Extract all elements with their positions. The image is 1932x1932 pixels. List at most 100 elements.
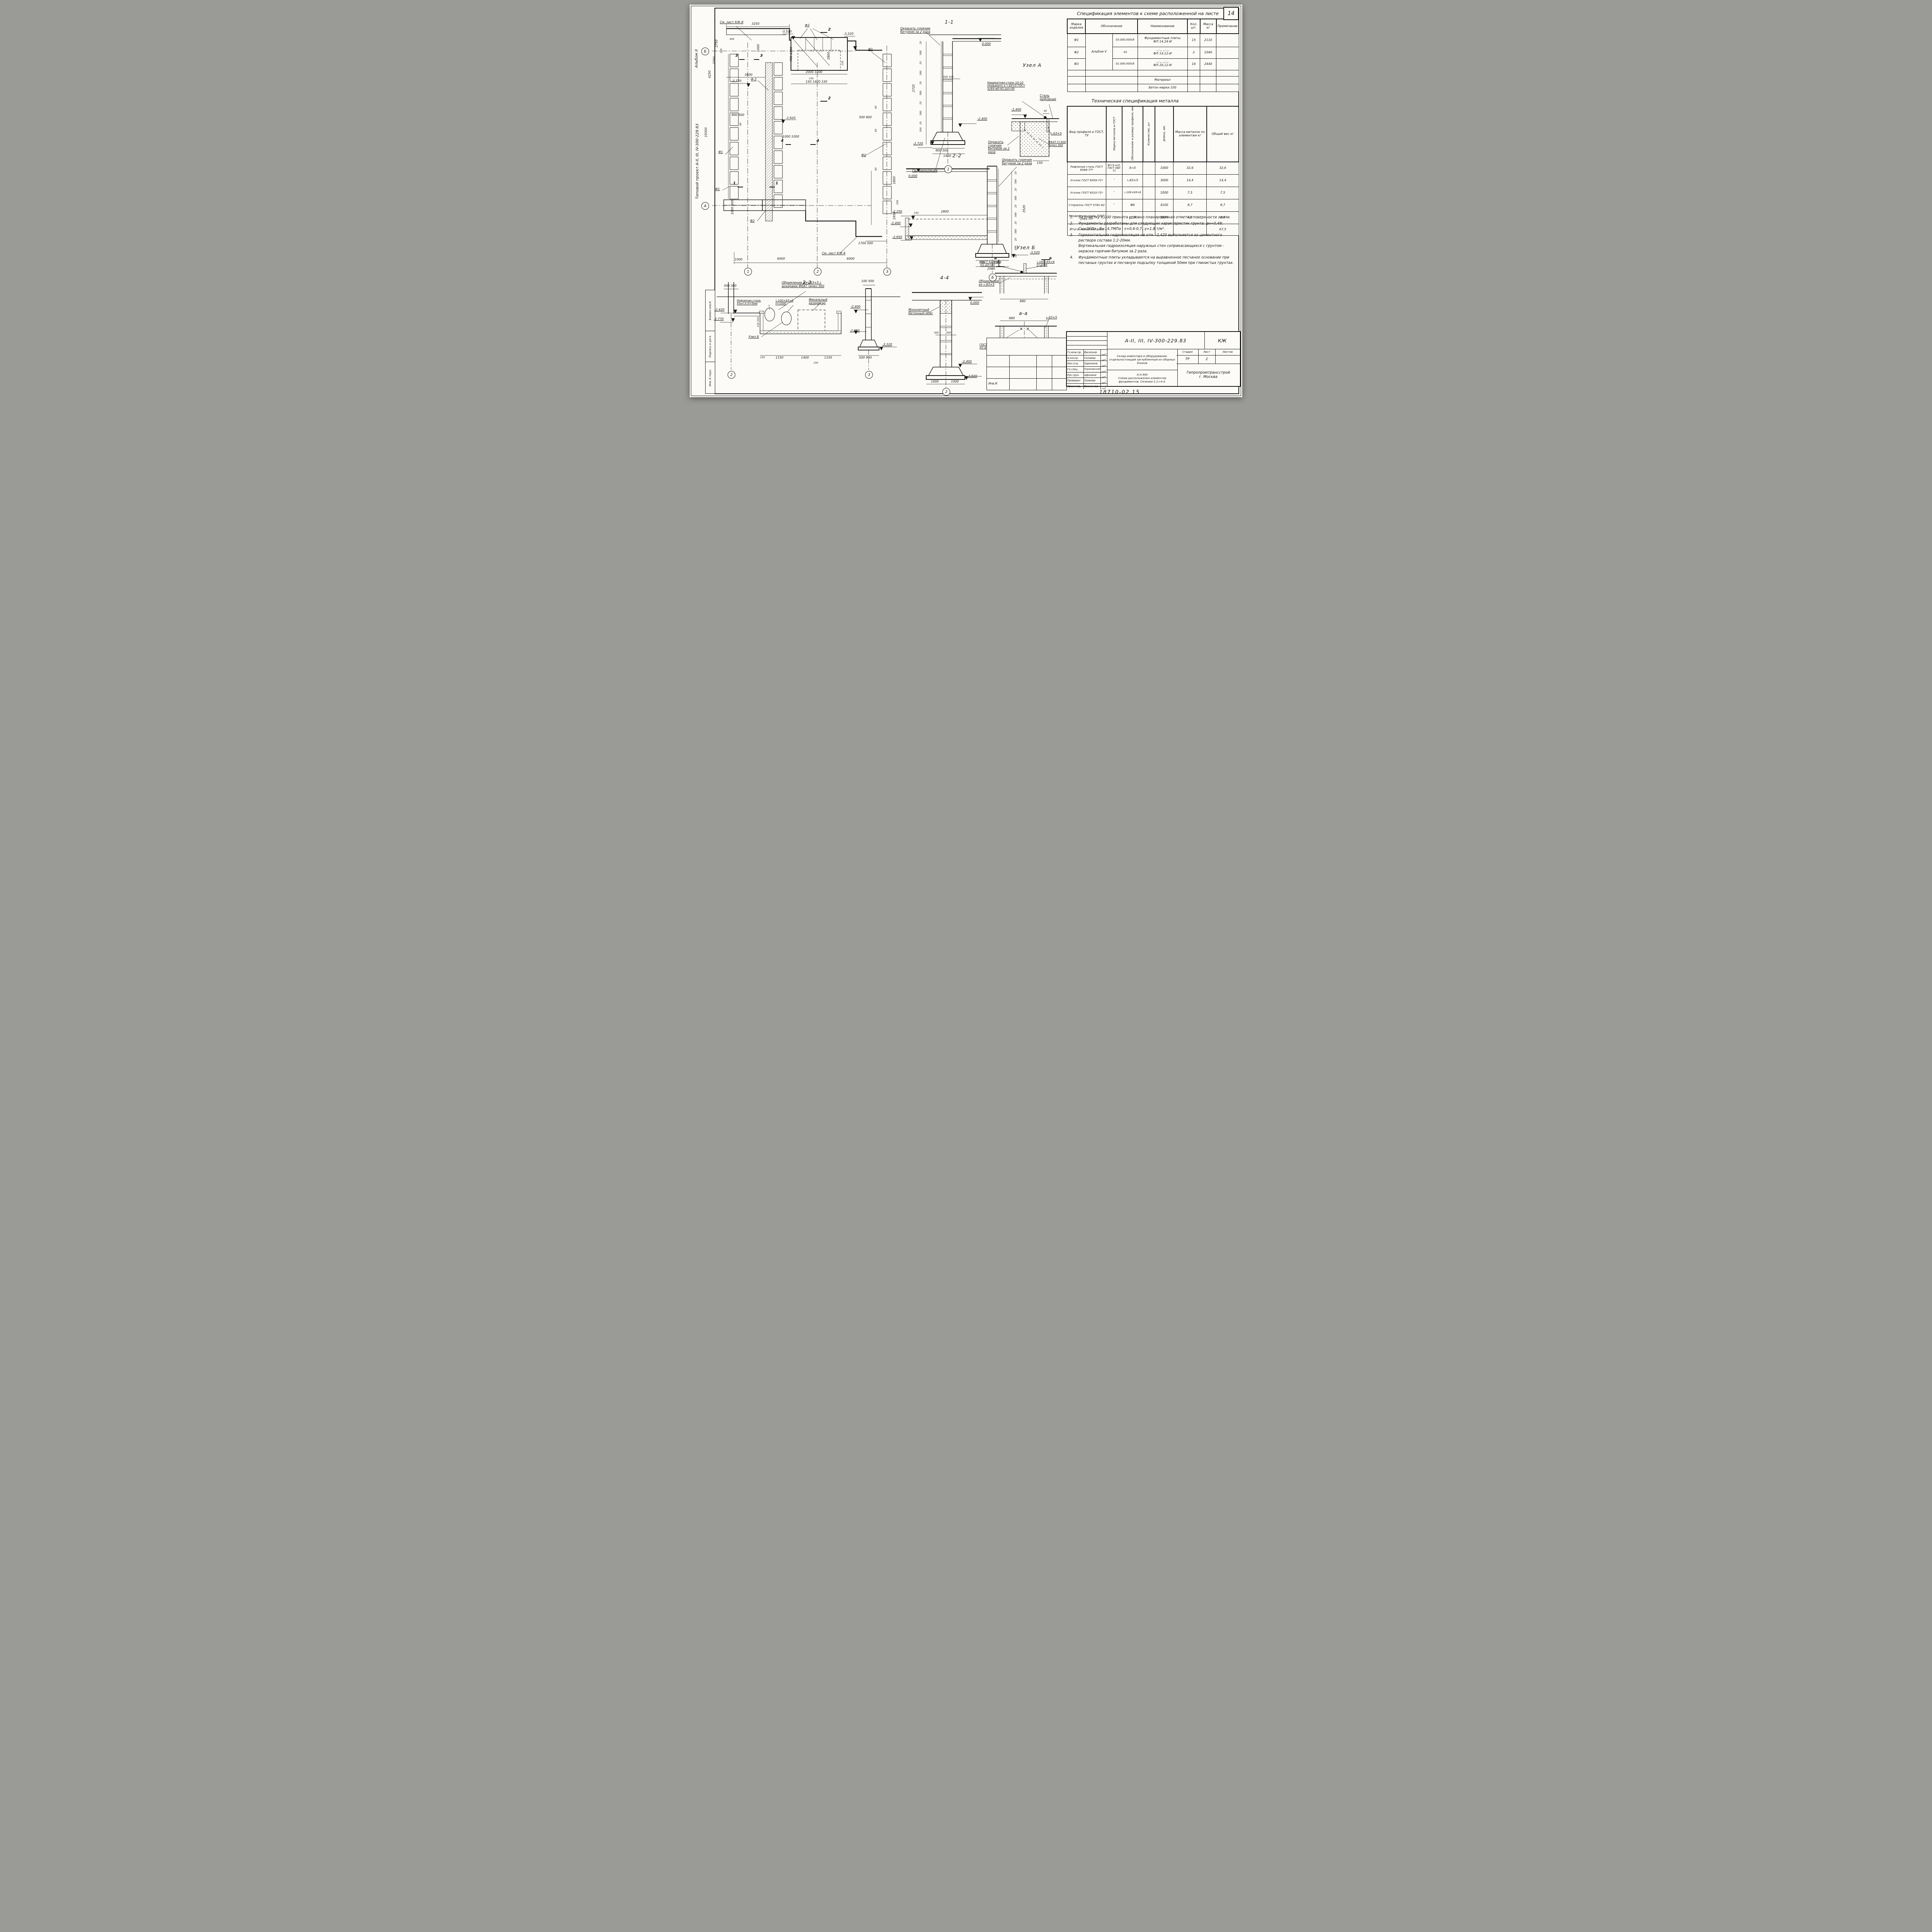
cell-profile: Квадратная сталь ГОСТ 2591-71* bbox=[1067, 211, 1107, 224]
dim-label: 500 900 bbox=[859, 356, 872, 359]
dim-label: 40 bbox=[1044, 109, 1047, 112]
cell-mark: Ф3 bbox=[1067, 58, 1086, 70]
dim-label: 2000 1000 bbox=[806, 70, 823, 74]
archive-number: 18710-02 15 bbox=[1099, 389, 1140, 395]
col-header: Обозначение bbox=[1085, 19, 1138, 34]
cell-profile: Итого: масса металла bbox=[1067, 223, 1107, 236]
callout: Фекальный резервуар bbox=[809, 298, 828, 305]
cell-mass: 1040 bbox=[1200, 46, 1217, 59]
col-header: Кол. шт. bbox=[1187, 19, 1201, 34]
dim-label: 1000 bbox=[756, 44, 760, 52]
signature bbox=[1101, 378, 1107, 383]
dim-label: 1000 bbox=[735, 258, 743, 261]
dim-label: 1700 500 bbox=[858, 242, 873, 245]
section-mark: 1 bbox=[733, 181, 736, 185]
element-label: Ф1 bbox=[868, 48, 873, 51]
dim-label: 150 bbox=[809, 77, 814, 80]
dim-label: 150 bbox=[1037, 161, 1043, 165]
section-mark: а bbox=[994, 256, 997, 260]
cell-profile: Стержень ГОСТ 5781-82 bbox=[1067, 199, 1107, 212]
dim-label: 700 bbox=[979, 261, 985, 264]
role-name: Васильева bbox=[1084, 384, 1101, 389]
level-label: 0,000 bbox=[970, 301, 979, 304]
dim-label: 1000 400 bbox=[730, 200, 734, 215]
cell-profile: Уголок ГОСТ 8510-72* bbox=[1067, 186, 1107, 199]
dim-label: 1150 bbox=[776, 356, 784, 359]
note-item: 3. Горизонтальная гидроизоляция на отм. … bbox=[1070, 233, 1224, 253]
callout: ∟63×5 bbox=[1046, 316, 1057, 319]
dim-label: 6000 bbox=[777, 257, 785, 260]
section-mark: а bbox=[1049, 256, 1052, 260]
level-label: -2,770 bbox=[714, 317, 724, 321]
section-title: 3-3 bbox=[803, 279, 812, 285]
cell-grade: ВСт3 кп2, ГОСТ 380-71 bbox=[1106, 162, 1122, 175]
cell-profile: Уголок ГОСТ 8509-72* bbox=[1067, 174, 1107, 187]
level-label: -2,250 bbox=[892, 210, 902, 213]
sheets-header: Листов bbox=[1215, 349, 1240, 355]
section-mark: 1 bbox=[776, 181, 778, 185]
signature bbox=[1101, 361, 1107, 366]
role-name: Громова bbox=[1084, 378, 1101, 384]
doc-code: КЖ bbox=[1204, 332, 1240, 349]
dim-label: 2800 bbox=[827, 52, 830, 60]
element-label: Ф2 bbox=[750, 219, 755, 223]
level-label: -2,920 bbox=[786, 116, 796, 120]
role: Проектир. bbox=[1067, 384, 1084, 389]
object-name: Склад инвентаря и оборудования, отдельно… bbox=[1107, 349, 1178, 370]
level-label: -2,400 bbox=[962, 360, 972, 363]
cell-code: -01 bbox=[1112, 46, 1138, 59]
dim-label: 150 bbox=[914, 211, 919, 214]
ref-label: См. лист КЖ-8 bbox=[720, 20, 743, 24]
cell-mass: 2110 bbox=[1200, 33, 1217, 47]
section-mark: 3 bbox=[760, 54, 763, 58]
dim-label: 200 bbox=[896, 200, 899, 205]
sheet-number: 2 bbox=[1198, 355, 1216, 364]
section-mark: 3 bbox=[735, 54, 738, 58]
signature bbox=[1101, 372, 1107, 378]
element-label: Ф3 bbox=[805, 24, 810, 27]
cell-len: 4100 bbox=[1155, 199, 1174, 212]
level-label: -2,400 bbox=[1011, 108, 1021, 111]
axis-circle: А bbox=[701, 202, 709, 210]
cell-total-mass: 7,5 bbox=[1206, 186, 1239, 199]
cell-code: 03.000.000сб bbox=[1112, 33, 1138, 47]
role-name: Силаева bbox=[1084, 355, 1101, 361]
col-header: Масса кг bbox=[1199, 19, 1217, 34]
section-mark: 4 bbox=[781, 139, 784, 143]
metal-table-title: Техническая спецификация металла bbox=[1092, 98, 1179, 104]
axis-circle: Б bbox=[989, 274, 997, 281]
callout: Квадратная сталь 10-10 приварить к ∟63×5… bbox=[987, 81, 1025, 90]
callout: Обрамление из ∟63×5 с анкерами Ф6АТ чере… bbox=[782, 281, 825, 288]
material-value: Бетон марки 100 bbox=[1137, 83, 1188, 92]
col-header: Марка изделия bbox=[1066, 19, 1086, 34]
sheets-total bbox=[1215, 355, 1240, 364]
dim-label: 1150 bbox=[824, 356, 832, 359]
dim-label: 500 100 bbox=[943, 75, 954, 78]
cell-code: 01.000.000сб bbox=[1112, 58, 1138, 70]
level-label: -3,520 bbox=[1030, 251, 1040, 254]
cell-total-mass: 67,5 bbox=[1206, 223, 1239, 236]
element-label: Ф2 bbox=[861, 153, 866, 157]
role-name: Одиноков bbox=[1084, 361, 1101, 367]
dim-label: 2800 bbox=[941, 210, 949, 213]
dim-label: 900 500 bbox=[731, 113, 745, 117]
dim-label: 1000 1000 bbox=[782, 135, 799, 138]
dim-label: 3250 bbox=[752, 22, 760, 26]
dim-label: 3600 bbox=[745, 73, 753, 77]
cell-len: 1000 bbox=[1155, 162, 1174, 175]
dim-label: 60 bbox=[874, 129, 878, 132]
margin-album-label: Альбом II bbox=[694, 49, 699, 68]
callout: ∟63×5 bbox=[1051, 132, 1062, 135]
dim-label: 300 300 bbox=[724, 284, 737, 287]
drawing-sheet: 14 Альбом II Типовой проект А-II, III, I… bbox=[690, 5, 1242, 397]
material-label: Материал bbox=[1137, 76, 1188, 84]
cell-size: ∟63×5 bbox=[1122, 174, 1143, 187]
role: Гл.инж.пр. bbox=[1067, 350, 1084, 355]
page-number: 14 bbox=[1228, 10, 1235, 17]
sheet-header: Лист bbox=[1198, 349, 1216, 355]
dim-label: 130 bbox=[841, 61, 844, 66]
cell-len: 1000 bbox=[1155, 186, 1174, 199]
callout: Сталь рифленая bbox=[1040, 94, 1056, 101]
